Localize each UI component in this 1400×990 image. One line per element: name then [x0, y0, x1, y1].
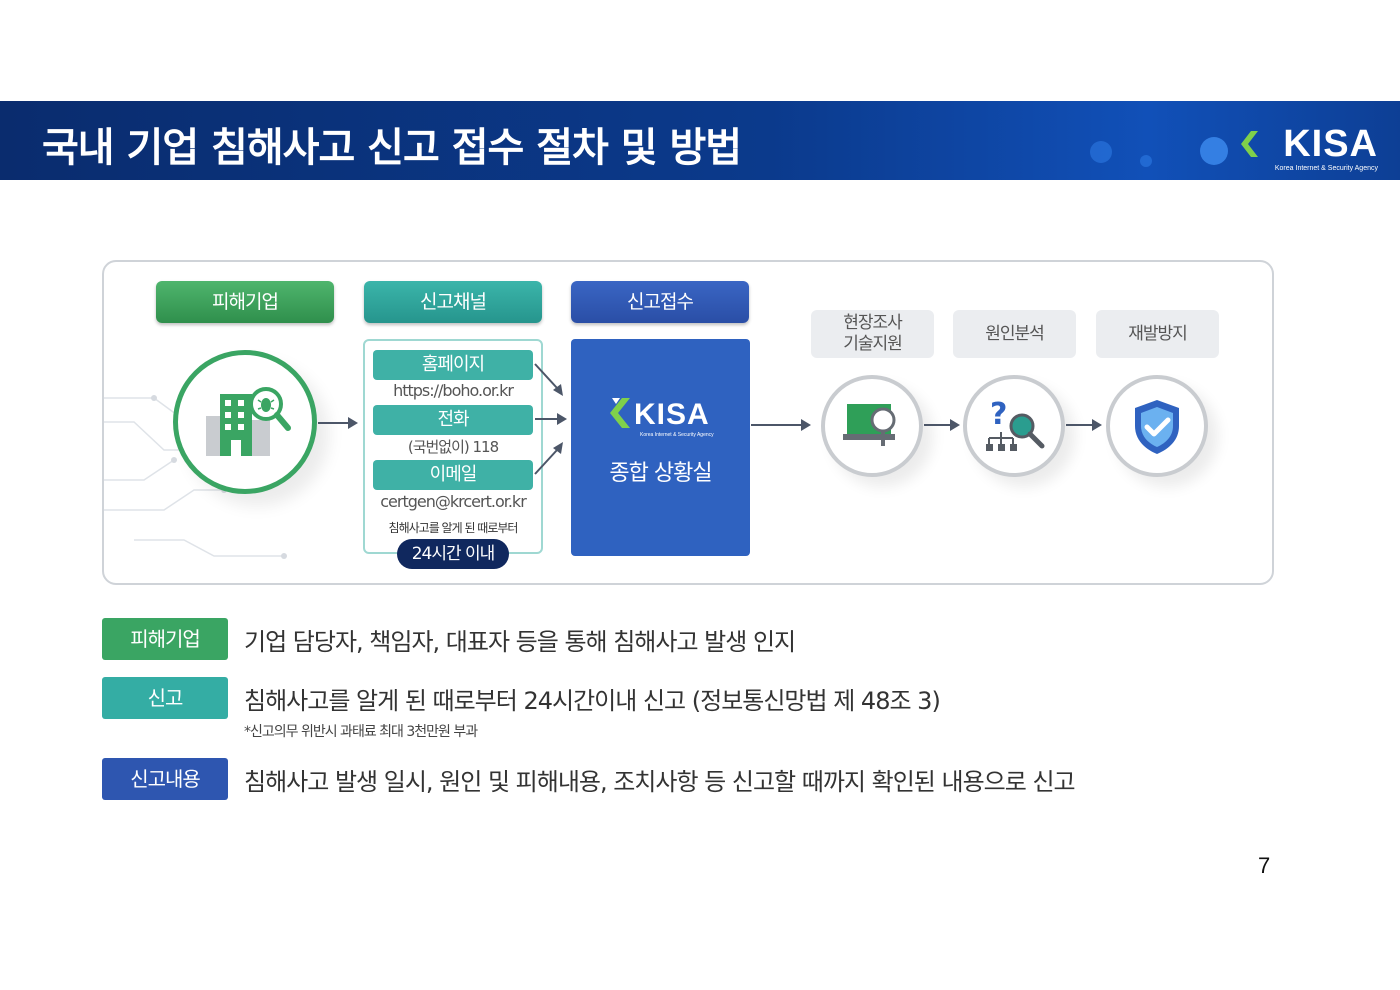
decor-dot [1200, 137, 1228, 165]
building-bug-search-icon [206, 387, 291, 456]
page-title: 국내 기업 침해사고 신고 접수 절차 및 방법 [42, 125, 742, 171]
decor-dot [1090, 141, 1112, 163]
header-banner: 국내 기업 침해사고 신고 접수 절차 및 방법 KISA Korea Inte… [0, 101, 1400, 180]
center-kisa-logo-text: KISA [634, 398, 710, 431]
legend-report-text: 침해사고를 알게 된 때로부터 24시간이내 신고 (정보통신망법 제 48조 … [244, 687, 941, 715]
situation-room-label: 종합 상황실 [609, 461, 712, 486]
legend-report-tag: 신고 [102, 677, 228, 719]
situation-room-box [571, 339, 750, 556]
kisa-logo-text: KISA [1283, 123, 1378, 165]
channel-homepage: 홈페이지 [373, 350, 533, 380]
channel-phone-number: (국번없이) 118 [407, 438, 499, 456]
laptop-search-icon [843, 404, 896, 446]
question-network-search-icon: ? [986, 397, 1045, 451]
arrow-to-channels [318, 417, 358, 429]
arrows-to-center [534, 363, 567, 475]
page-number: 7 [1258, 853, 1271, 878]
step-prevention-label: 재발방지 [1096, 310, 1219, 358]
svg-text:?: ? [990, 397, 1007, 432]
report-channel-header: 신고채널 [364, 281, 542, 323]
legend-report-note: *신고의무 위반시 과태료 최대 3천만원 부과 [244, 724, 478, 740]
arrow-to-prevention [1066, 419, 1102, 431]
arrow-to-investigation [751, 419, 811, 431]
channel-phone: 전화 [373, 405, 533, 435]
victim-company-circle [173, 350, 317, 494]
deadline-note: 침해사고를 알게 된 때로부터 [388, 521, 519, 535]
channel-email: 이메일 [373, 460, 533, 490]
legend-victim-text: 기업 담당자, 책임자, 대표자 등을 통해 침해사고 발생 인지 [244, 628, 796, 656]
step-investigation-line1: 현장조사 [843, 313, 903, 333]
channel-homepage-url: https://boho.or.kr [393, 381, 514, 400]
report-reception-header: 신고접수 [571, 281, 749, 323]
step-analysis-label: 원인분석 [953, 310, 1076, 358]
legend-content-text: 침해사고 발생 일시, 원인 및 피해내용, 조치사항 등 신고할 때까지 확인… [244, 768, 1076, 796]
kisa-logo: KISA Korea Internet & Security Agency [1218, 125, 1378, 175]
step-investigation-line2: 기술지원 [843, 334, 903, 354]
legend-content-tag: 신고내용 [102, 758, 228, 800]
shield-check-icon [1135, 400, 1179, 454]
kisa-chevron-icon [1241, 131, 1258, 157]
arrow-to-analysis [924, 419, 960, 431]
decor-dot [1140, 155, 1152, 167]
deadline-badge: 24시간 이내 [397, 539, 509, 569]
center-kisa-logo-subtext: Korea Internet & Security Agency [640, 432, 714, 438]
channel-email-address: certgen@krcert.or.kr [380, 492, 527, 511]
legend-victim-tag: 피해기업 [102, 618, 228, 660]
kisa-center-chevron-icon [610, 398, 630, 428]
victim-company-header: 피해기업 [156, 281, 334, 323]
kisa-logo-subtext: Korea Internet & Security Agency [1274, 165, 1378, 172]
